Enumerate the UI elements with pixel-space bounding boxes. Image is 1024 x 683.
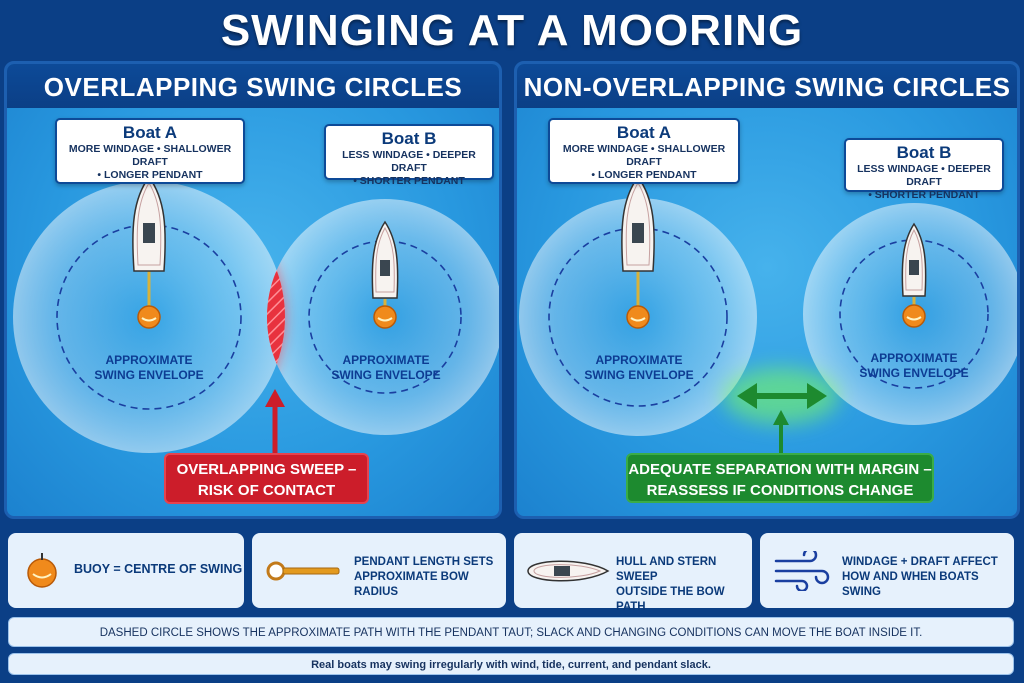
buoy-boat-b — [902, 304, 926, 328]
panel-header-overlapping: OVERLAPPING SWING CIRCLES — [7, 64, 499, 108]
label-boat-b: Boat B LESS WINDAGE • DEEPER DRAFT • SHO… — [324, 124, 494, 187]
overlapping-diagram — [13, 175, 499, 454]
page-title: SWINGING AT A MOORING — [220, 6, 804, 55]
envelope-dash-boat-b — [308, 240, 462, 394]
envelope-label-boat-a: APPROXIMATE SWING ENVELOPE — [584, 353, 694, 382]
legend-pendant: PENDANT LENGTH SETS APPROXIMATE BOW RADI… — [252, 533, 506, 608]
boat-a — [132, 175, 166, 272]
wind-icon — [774, 551, 830, 591]
separation-arrow-right-head — [807, 383, 827, 409]
label-boat-a: Boat A MORE WINDAGE • SHALLOWER DRAFT • … — [55, 118, 245, 184]
panel-non-overlapping: NON-OVERLAPPING SWING CIRCLES — [514, 61, 1020, 519]
boat-a — [621, 175, 655, 272]
pendant-legend-text: PENDANT LENGTH SETS APPROXIMATE BOW RADI… — [354, 556, 494, 598]
panel-overlapping: OVERLAPPING SWING CIRCLES — [4, 61, 502, 519]
note-real-boats: Real boats may swing irregularly with wi… — [8, 653, 1014, 675]
legend-hull: HULL AND STERN SWEEP OUTSIDE THE BOW PAT… — [514, 533, 752, 613]
envelope-dash-boat-a — [548, 227, 728, 407]
legend-buoy: BUOY = CENTRE OF SWING — [8, 533, 244, 608]
callout-overlap-risk: OVERLAPPING SWEEP – RISK OF CONTACT — [164, 453, 369, 504]
risk-arrow-head — [265, 389, 285, 407]
legend-windage: WINDAGE + DRAFT AFFECT HOW AND WHEN BOAT… — [760, 533, 1014, 608]
non-overlapping-diagram — [519, 175, 1017, 456]
envelope-label-boat-b: APPROXIMATE SWING ENVELOPE — [331, 353, 441, 382]
envelope-label-boat-a: APPROXIMATE SWING ENVELOPE — [94, 353, 204, 382]
safe-arrow-head — [773, 410, 789, 425]
windage-legend-text: WINDAGE + DRAFT AFFECT HOW AND WHEN BOAT… — [842, 556, 998, 598]
label-boat-a: Boat A MORE WINDAGE • SHALLOWER DRAFT • … — [548, 118, 740, 184]
boat-b — [901, 222, 927, 297]
pendant-icon — [266, 561, 340, 581]
hull-icon — [527, 560, 610, 582]
envelope-label-boat-b: APPROXIMATE SWING ENVELOPE — [859, 351, 969, 380]
hull-legend-text: HULL AND STERN SWEEP OUTSIDE THE BOW PAT… — [616, 556, 725, 613]
buoy-boat-b — [373, 305, 397, 329]
boat-b — [371, 220, 399, 299]
panel-header-non-overlapping: NON-OVERLAPPING SWING CIRCLES — [517, 64, 1017, 108]
buoy-icon — [27, 553, 57, 588]
note-dashed-circle: DASHED CIRCLE SHOWS THE APPROXIMATE PATH… — [8, 617, 1014, 647]
separation-arrow-left-head — [737, 383, 757, 409]
buoy-boat-a — [626, 305, 650, 329]
buoy-boat-a — [137, 305, 161, 329]
label-boat-b: Boat B LESS WINDAGE • DEEPER DRAFT • SHO… — [844, 138, 1004, 201]
callout-adequate-separation: ADEQUATE SEPARATION WITH MARGIN – REASSE… — [626, 453, 934, 503]
